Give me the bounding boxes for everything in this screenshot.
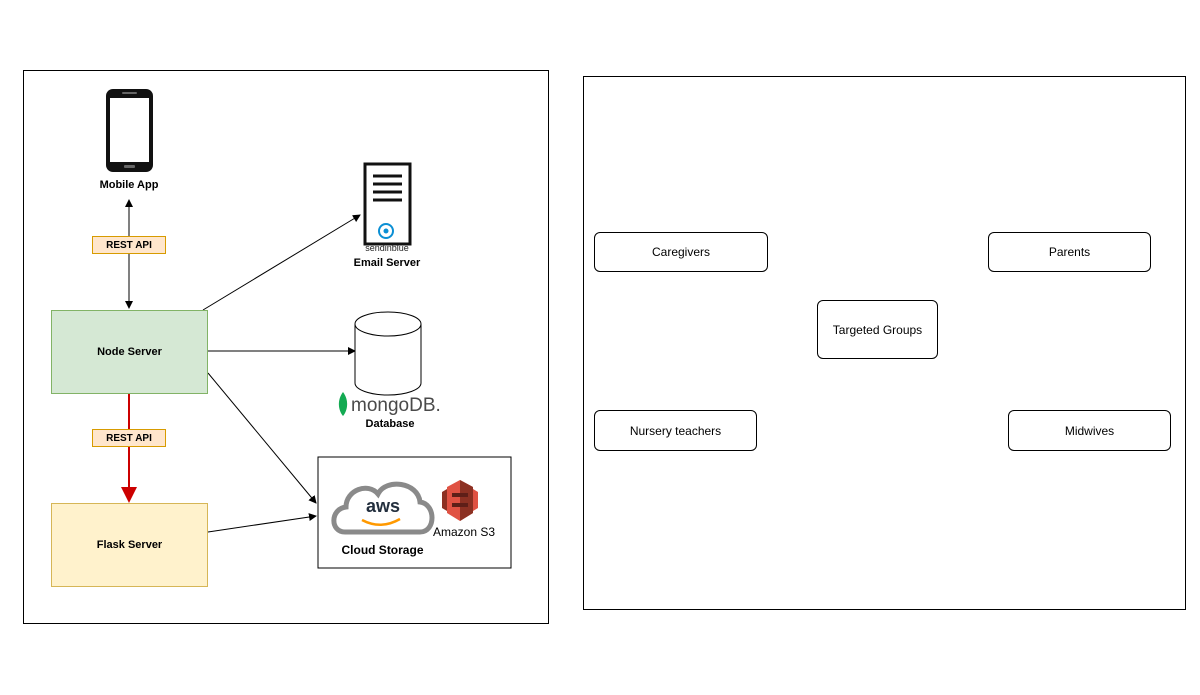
- node-server[interactable]: Node Server: [51, 310, 208, 394]
- database-cylinder-icon: [354, 311, 422, 396]
- amazon-s3-icon: [442, 480, 478, 521]
- caregivers-box[interactable]: Caregivers: [594, 232, 768, 272]
- cloud-storage-label: Cloud Storage: [341, 543, 424, 557]
- mobile-app-label: Mobile App: [99, 179, 159, 191]
- amazon-s3-label: Amazon S3: [432, 525, 496, 539]
- midwives-box[interactable]: Midwives: [1008, 410, 1171, 451]
- mongodb-leaf-icon: [338, 392, 348, 416]
- arrow-flask-cloud: [207, 513, 317, 533]
- aws-cloud-icon: [331, 481, 435, 535]
- flask-server[interactable]: Flask Server: [51, 503, 208, 587]
- parents-box[interactable]: Parents: [988, 232, 1151, 272]
- aws-logo-text: aws: [365, 496, 401, 516]
- arrow-node-cloud: [207, 372, 317, 504]
- database-label: Database: [365, 418, 415, 430]
- sendinblue-logo-text: sendinblue: [365, 243, 409, 253]
- mongodb-logo-text: mongoDB.: [351, 395, 441, 416]
- nursery-teachers-box[interactable]: Nursery teachers: [594, 410, 757, 451]
- targeted-groups-box[interactable]: Targeted Groups: [817, 300, 938, 359]
- email-server-icon: [363, 162, 412, 246]
- phone-icon: [106, 89, 153, 172]
- arrow-node-email: [202, 214, 361, 311]
- rest-api-badge-top: REST API: [92, 236, 166, 254]
- rest-api-badge-bottom: REST API: [92, 429, 166, 447]
- email-server-label: Email Server: [353, 257, 421, 269]
